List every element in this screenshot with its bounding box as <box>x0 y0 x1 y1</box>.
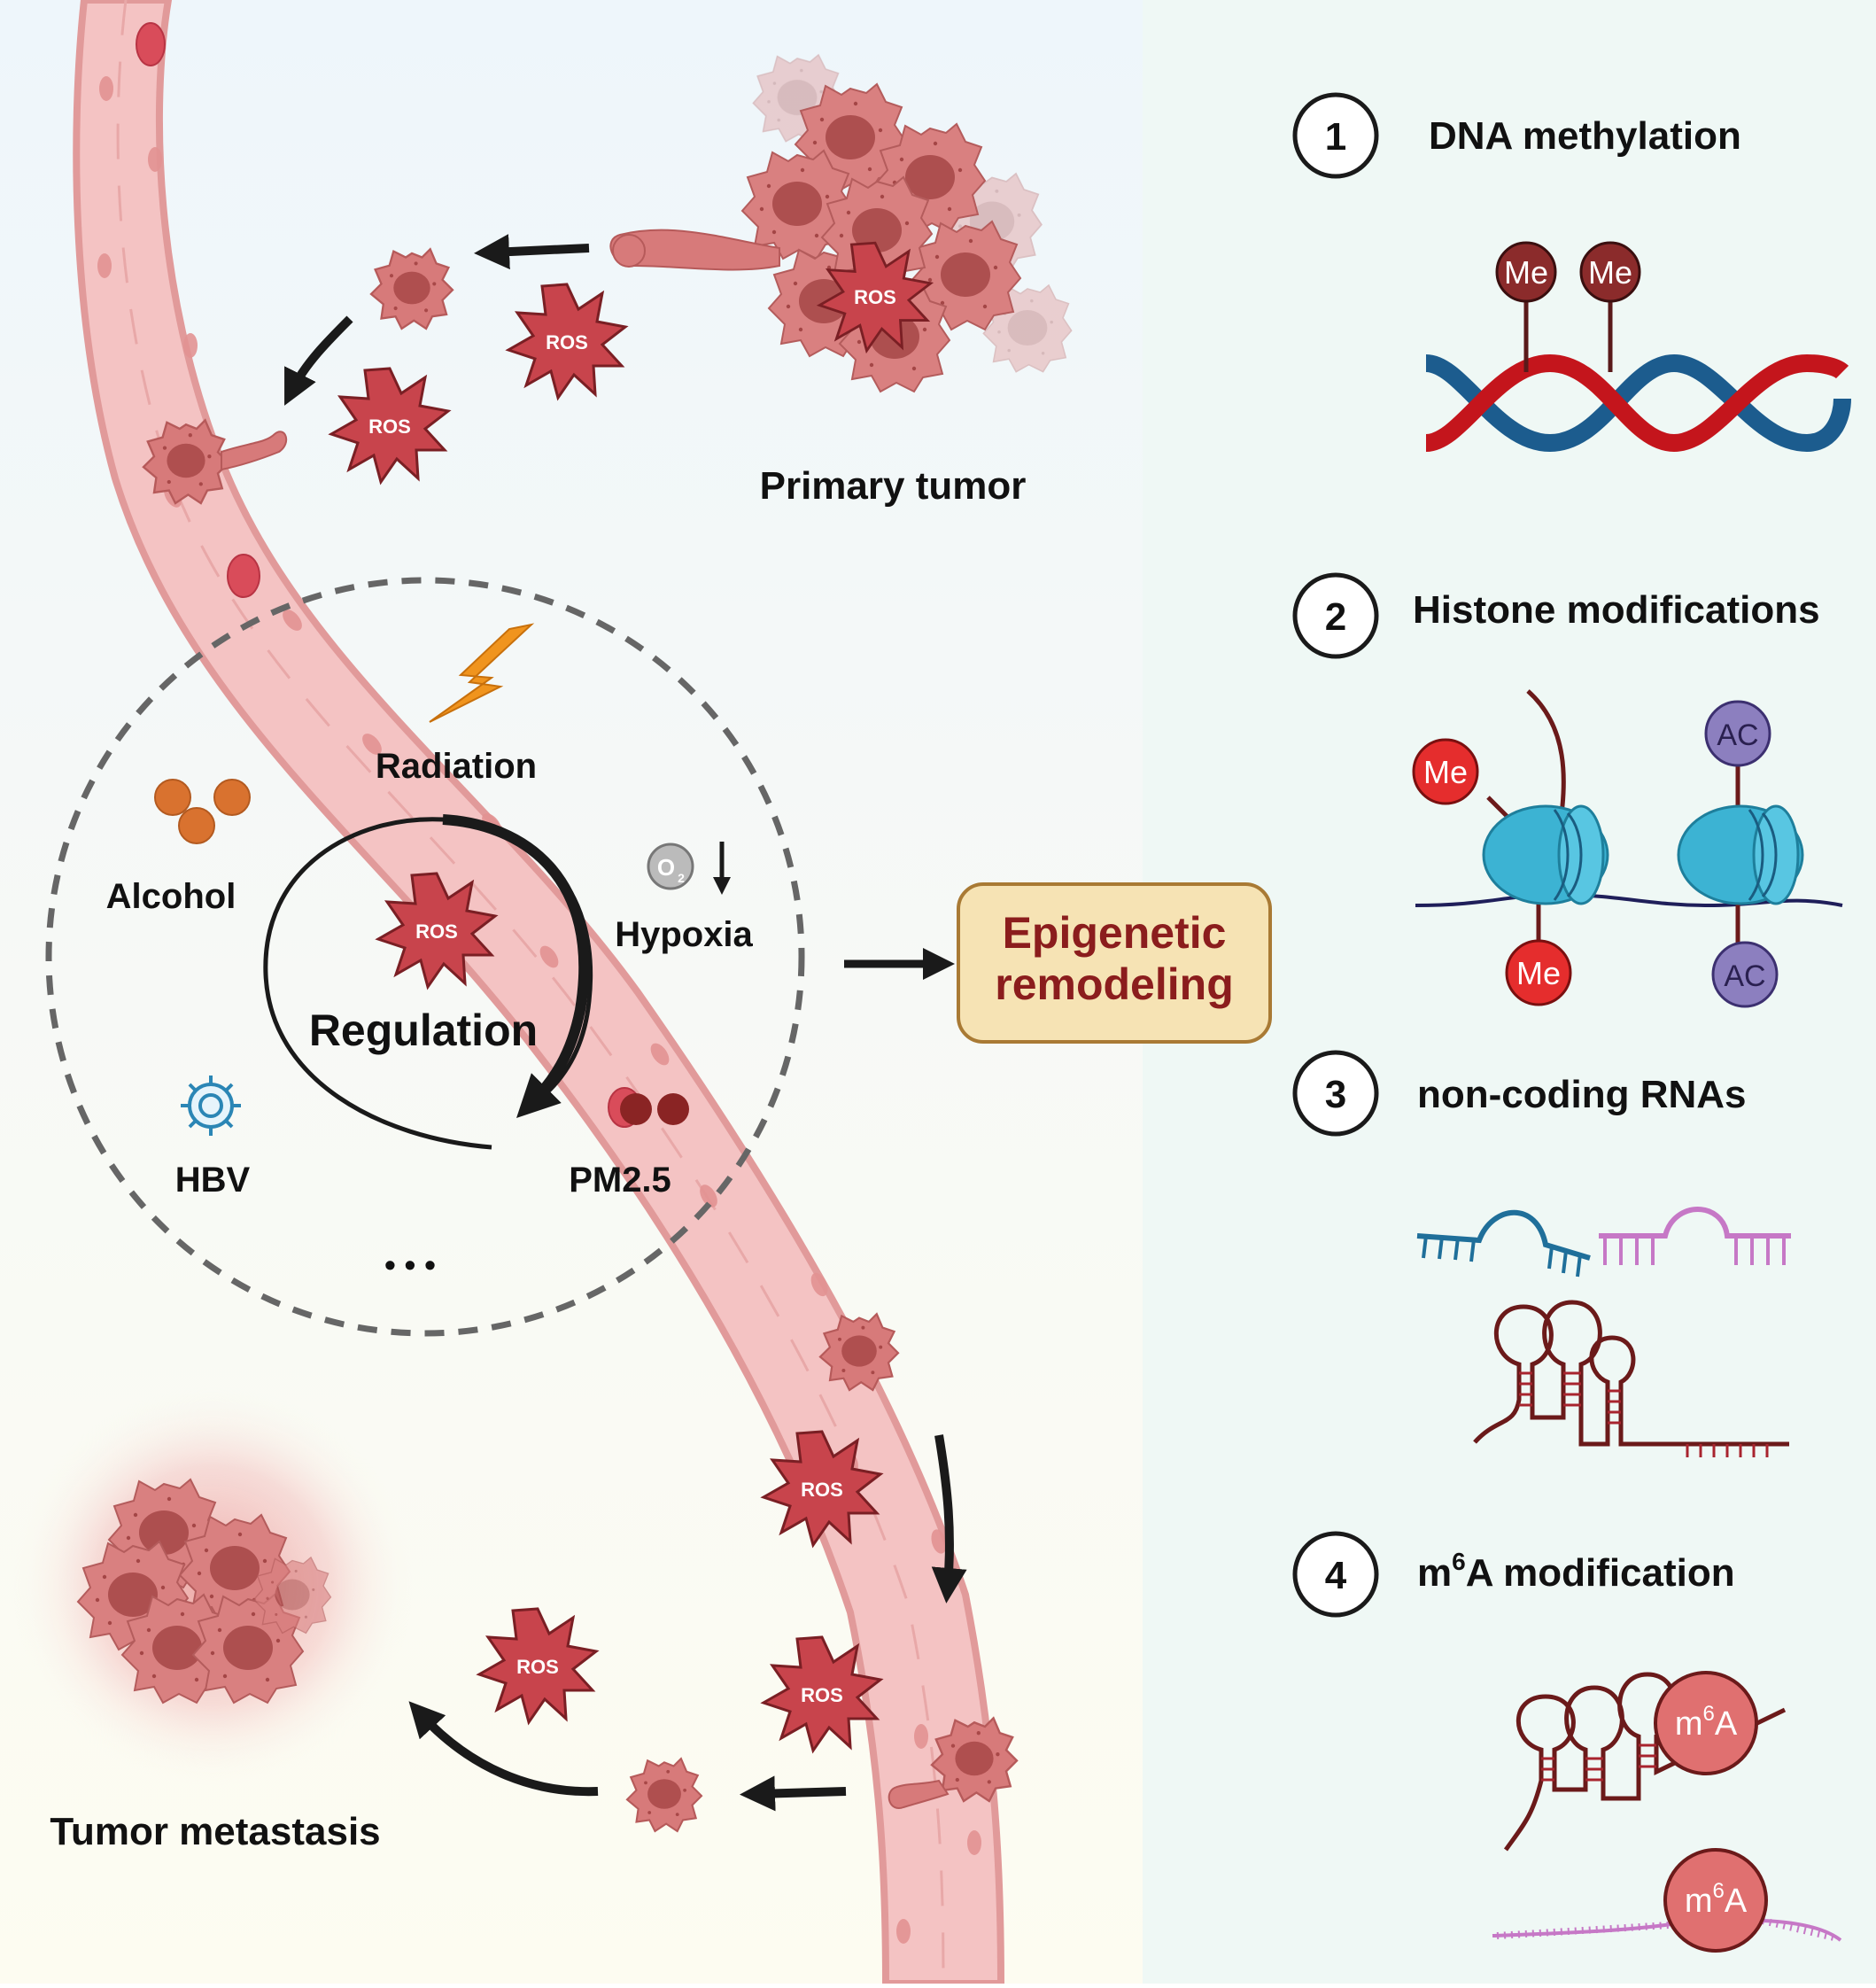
histone-modifications-illustration: Me Me AC AC <box>1412 689 1843 1008</box>
radiation-label: Radiation <box>376 747 537 786</box>
ros-label: ROS <box>801 1479 843 1501</box>
section-3-title: non-coding RNAs <box>1417 1073 1747 1116</box>
ros-label-tumor: ROS <box>854 286 896 308</box>
m6a-mark: m6A <box>1675 1702 1738 1743</box>
section-4-title-suffix: A modification <box>1466 1551 1735 1595</box>
primary-tumor-label: Primary tumor <box>760 464 1027 508</box>
oxygen-symbol: O <box>657 854 675 881</box>
ros-burst-lower-3: ROS <box>477 1607 598 1724</box>
arrow-to-cell-lower <box>740 1775 847 1812</box>
oxygen-subscript: 2 <box>678 871 685 885</box>
section-1-title: DNA methylation <box>1429 114 1741 158</box>
alcohol-label: Alcohol <box>106 877 236 916</box>
m6a-modification-illustration: m6A m6A <box>1492 1671 1842 1953</box>
risk-factor-circle <box>45 577 805 1337</box>
section-3-number: 3 <box>1325 1073 1346 1116</box>
m6a-prefix: m <box>1675 1705 1703 1743</box>
section-4-header: 4 m6A modification <box>1292 1531 1735 1618</box>
more-factors-ellipsis: • • • <box>384 1246 436 1283</box>
ros-label: ROS <box>516 1656 559 1678</box>
epigenetic-line1: Epigenetic <box>1003 908 1227 958</box>
m6a-mark: m6A <box>1685 1879 1748 1920</box>
non-coding-rna-illustration <box>1416 1207 1791 1457</box>
section-2-title: Histone modifications <box>1413 588 1820 632</box>
ac-mark: AC <box>1724 959 1765 993</box>
epigenetic-line2: remodeling <box>995 959 1233 1009</box>
ros-label: ROS <box>368 415 411 438</box>
regulation-label: Regulation <box>309 1006 538 1055</box>
tumor-metastasis-mass <box>13 1386 412 1785</box>
section-4-title-prefix: m <box>1417 1551 1452 1595</box>
m6a-sup: 6 <box>1712 1879 1724 1903</box>
m6a-suffix: A <box>1715 1705 1738 1743</box>
section-4-title: m6A modification <box>1417 1548 1735 1595</box>
m6a-prefix: m <box>1685 1883 1713 1920</box>
section-1-header: 1 DNA methylation <box>1292 92 1741 179</box>
particulate-matter-icon <box>620 1093 689 1125</box>
ros-burst-lower-2: ROS <box>762 1635 882 1752</box>
section-4-number: 4 <box>1325 1554 1347 1597</box>
alcohol-molecule-icon <box>154 779 251 844</box>
virus-icon <box>181 1076 241 1136</box>
lightning-icon <box>429 623 535 723</box>
ros-burst-upper-1: ROS <box>507 283 627 400</box>
pm25-label: PM2.5 <box>569 1161 671 1200</box>
me-mark: Me <box>1423 754 1468 790</box>
primary-tumor-mass: ROS <box>609 54 1073 392</box>
section-1-number: 1 <box>1325 115 1346 159</box>
epigenetic-remodeling-box: Epigenetic remodeling <box>957 882 1272 1044</box>
ac-mark: AC <box>1717 718 1758 752</box>
ros-burst-center: ROS <box>376 872 497 989</box>
me-mark: Me <box>1504 254 1548 291</box>
ros-label: ROS <box>415 920 458 943</box>
ros-label: ROS <box>546 331 588 353</box>
nucleosome-icon <box>1677 804 1804 905</box>
oxygen-icon: O 2 <box>647 843 694 890</box>
invading-tumor-cell <box>142 419 288 505</box>
hbv-label: HBV <box>175 1161 251 1200</box>
m6a-sup: 6 <box>1702 1702 1714 1726</box>
arrow-cell-to-vessel <box>284 315 353 406</box>
m6a-suffix: A <box>1725 1883 1748 1920</box>
section-2-header: 2 Histone modifications <box>1292 572 1820 659</box>
me-mark: Me <box>1588 254 1632 291</box>
arrow-down-vessel <box>931 1434 967 1604</box>
nucleosome-icon <box>1482 804 1609 905</box>
section-3-header: 3 non-coding RNAs <box>1292 1050 1747 1137</box>
section-2-number: 2 <box>1325 595 1346 639</box>
regulation-arrow <box>442 814 590 1118</box>
ros-burst-lower-1: ROS <box>762 1430 882 1547</box>
hypoxia-label: Hypoxia <box>615 915 753 954</box>
ros-burst-upper-2: ROS <box>329 367 450 484</box>
dna-methylation-illustration: Me Me <box>1424 241 1851 453</box>
arrow-to-metastasis <box>408 1701 599 1797</box>
extravasating-tumor-cell <box>888 1717 1019 1810</box>
me-mark: Me <box>1516 955 1561 991</box>
regulation-cycle <box>263 817 593 1150</box>
ros-label: ROS <box>801 1684 843 1706</box>
arrow-tumor-to-cell <box>474 234 590 270</box>
tumor-metastasis-label: Tumor metastasis <box>50 1810 380 1853</box>
section-4-title-sup: 6 <box>1452 1548 1466 1575</box>
